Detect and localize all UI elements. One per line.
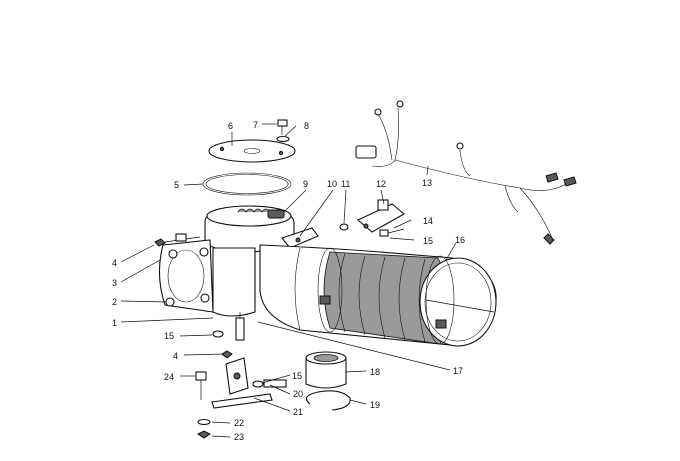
callout-15-left: 15	[164, 331, 174, 341]
callout-3: 3	[112, 278, 117, 288]
callout-15-right: 15	[423, 236, 433, 246]
wiring-harness	[355, 100, 577, 245]
callout-10: 10	[327, 179, 337, 189]
callout-23: 23	[234, 432, 244, 442]
cover-plate	[208, 139, 296, 163]
callout-8: 8	[304, 121, 309, 131]
callout-7: 7	[253, 120, 258, 130]
gasket	[202, 172, 292, 196]
parts-drawing	[154, 100, 577, 439]
linkage-assembly	[195, 330, 287, 439]
callout-21: 21	[293, 407, 303, 417]
callout-6: 6	[228, 121, 233, 131]
throttle-body	[158, 205, 295, 341]
callout-17: 17	[453, 366, 463, 376]
callout-16: 16	[455, 235, 465, 245]
screw	[379, 229, 389, 237]
callout-5: 5	[174, 180, 179, 190]
callout-11: 11	[341, 179, 350, 189]
callout-18: 18	[370, 367, 380, 377]
stud-bolt	[154, 233, 201, 247]
callout-1: 1	[112, 318, 117, 328]
air-hose	[259, 244, 497, 347]
callout-20: 20	[293, 389, 303, 399]
callout-4-upper: 4	[112, 258, 117, 268]
callout-24: 24	[164, 372, 174, 382]
mounting-bracket	[281, 227, 319, 249]
callout-15-lower: 15	[292, 371, 302, 381]
callout-9: 9	[303, 179, 308, 189]
circlip	[305, 390, 351, 411]
rubber-sleeve	[305, 351, 347, 389]
callout-labels: 1 2 3 4 4 5 6 7 8 9 10 11 12 13 14 15 15…	[112, 120, 465, 442]
leader-lines	[120, 123, 457, 438]
callout-19: 19	[370, 400, 380, 410]
callout-13: 13	[422, 178, 432, 188]
callout-14: 14	[423, 216, 433, 226]
throttle-switch	[356, 199, 405, 233]
callout-4-lower: 4	[173, 351, 178, 361]
o-ring	[339, 223, 349, 231]
callout-12: 12	[376, 179, 386, 189]
callout-22: 22	[234, 418, 244, 428]
callout-2: 2	[112, 297, 117, 307]
top-bolt	[276, 119, 290, 143]
